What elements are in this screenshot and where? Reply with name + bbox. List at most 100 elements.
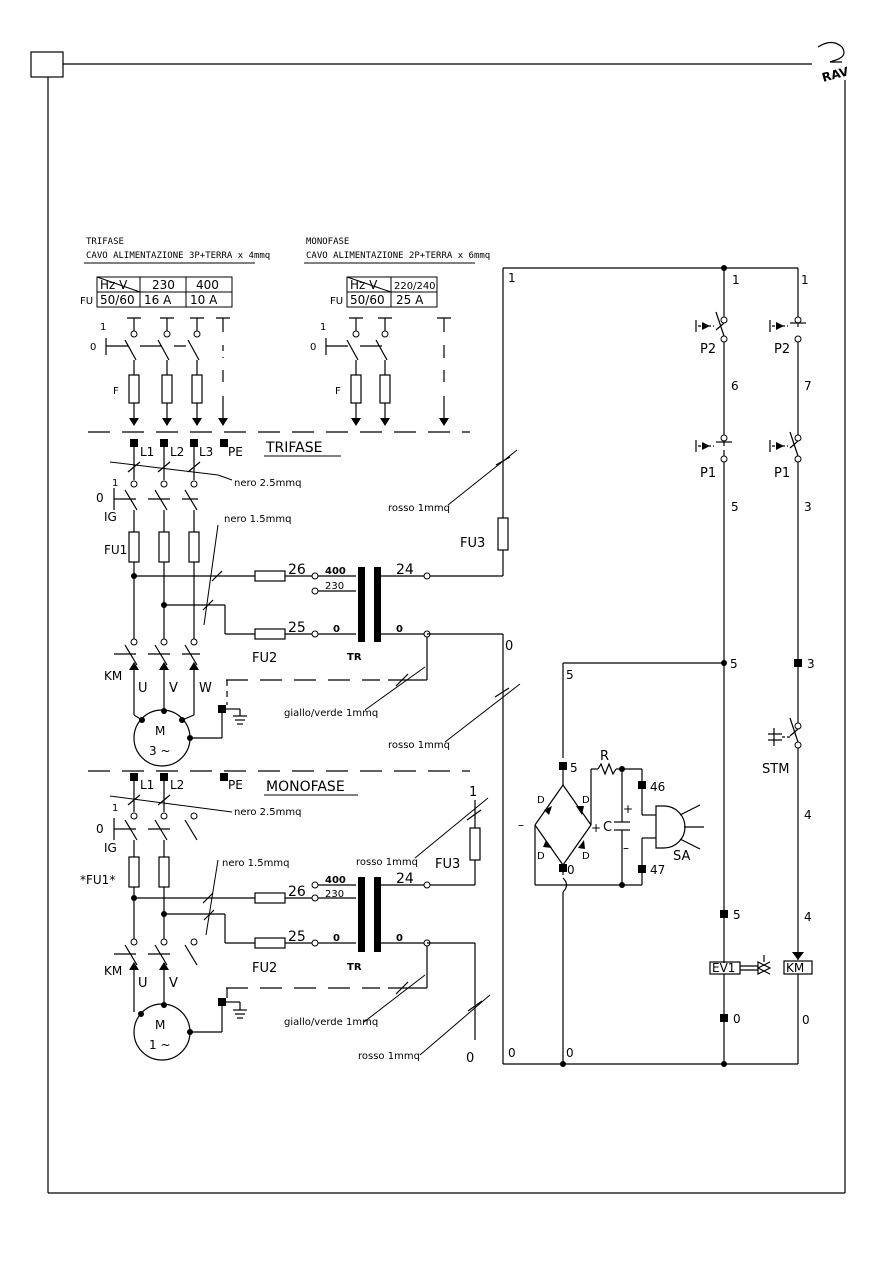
svg-text:L2: L2 <box>170 778 184 792</box>
monofase-section-title: MONOFASE <box>266 779 345 795</box>
svg-text:400: 400 <box>325 875 346 886</box>
control-circuit: 1 0 0 1 P2 6 P1 5 5 5 EV1 <box>503 265 815 1067</box>
svg-text:26: 26 <box>288 884 306 900</box>
svg-text:M: M <box>155 1018 165 1032</box>
svg-text:L1: L1 <box>140 445 154 459</box>
svg-text:25: 25 <box>288 620 306 636</box>
svg-text:L1: L1 <box>140 778 154 792</box>
svg-text:D: D <box>537 795 545 806</box>
svg-text:1: 1 <box>112 478 118 489</box>
svg-text:nero 2.5mmq: nero 2.5mmq <box>234 478 301 489</box>
logo-text: RAV <box>820 64 850 85</box>
svg-text:V: V <box>169 976 178 991</box>
svg-text:F: F <box>113 386 119 397</box>
trifase-col2: 400 <box>196 278 219 292</box>
svg-text:25: 25 <box>288 929 306 945</box>
svg-text:1: 1 <box>801 273 809 287</box>
svg-text:5: 5 <box>733 908 741 922</box>
trifase-power: L1 L2 L3 PE TRIFASE nero 2.5mmq 1 0 <box>96 439 431 767</box>
trifase-hzv: Hz V <box>100 278 128 292</box>
svg-text:3 ~: 3 ~ <box>149 744 171 758</box>
svg-text:1: 1 <box>469 785 477 800</box>
svg-text:1: 1 <box>112 803 118 814</box>
svg-text:L2: L2 <box>170 445 184 459</box>
svg-text:230: 230 <box>325 889 344 900</box>
svg-text:+: + <box>591 821 601 835</box>
svg-text:FU2: FU2 <box>252 961 277 976</box>
svg-text:FU1: FU1 <box>104 543 127 557</box>
svg-text:0: 0 <box>396 624 403 635</box>
svg-text:D: D <box>537 851 545 862</box>
svg-text:0: 0 <box>566 1046 574 1060</box>
page-frame <box>30 51 846 1194</box>
svg-text:KM: KM <box>786 961 804 975</box>
svg-text:STM: STM <box>762 762 789 777</box>
svg-text:+: + <box>623 802 633 816</box>
svg-text:nero 1.5mmq: nero 1.5mmq <box>224 514 291 525</box>
svg-text:0: 0 <box>310 342 316 353</box>
svg-text:4: 4 <box>804 910 812 924</box>
svg-text:47: 47 <box>650 863 665 877</box>
svg-text:nero 2.5mmq: nero 2.5mmq <box>234 807 301 818</box>
svg-text:FU3: FU3 <box>435 857 460 872</box>
svg-text:M: M <box>155 724 165 738</box>
svg-text:1: 1 <box>320 322 326 333</box>
svg-text:3: 3 <box>804 500 812 514</box>
svg-text:P2: P2 <box>700 342 716 357</box>
svg-text:0: 0 <box>733 1012 741 1026</box>
svg-text:nero 1.5mmq: nero 1.5mmq <box>222 858 289 869</box>
svg-text:FU2: FU2 <box>252 651 277 666</box>
svg-text:–: – <box>623 841 629 855</box>
svg-text:0: 0 <box>505 639 513 654</box>
trifase-col1: 230 <box>152 278 175 292</box>
svg-text:C: C <box>603 820 612 835</box>
svg-text:0: 0 <box>333 933 340 944</box>
svg-text:TR: TR <box>347 652 362 663</box>
svg-text:400: 400 <box>325 566 346 577</box>
svg-text:5: 5 <box>566 668 574 682</box>
monofase-freq: 50/60 <box>350 293 385 307</box>
trifase-fu2: 10 A <box>190 293 218 307</box>
brand-logo: RAV <box>817 41 851 85</box>
svg-text:1: 1 <box>732 273 740 287</box>
svg-text:1: 1 <box>100 322 106 333</box>
svg-text:IG: IG <box>104 510 117 524</box>
trifase-fu1: 16 A <box>144 293 172 307</box>
svg-text:D: D <box>582 851 590 862</box>
svg-text:EV1: EV1 <box>712 961 735 975</box>
svg-text:rosso 1mmq: rosso 1mmq <box>358 1051 420 1062</box>
svg-text:SA: SA <box>673 849 690 864</box>
svg-text:7: 7 <box>804 379 812 393</box>
trifase-freq: 50/60 <box>100 293 135 307</box>
svg-text:rosso 1mmq: rosso 1mmq <box>388 503 450 514</box>
trifase-plug-switch: 1 0 F <box>90 317 230 426</box>
svg-text:TR: TR <box>347 962 362 973</box>
monofase-header: MONOFASE CAVO ALIMENTAZIONE 2P+TERRA x 6… <box>304 237 490 308</box>
svg-text:0: 0 <box>802 1013 810 1027</box>
svg-text:FU3: FU3 <box>460 536 485 551</box>
svg-text:0: 0 <box>396 933 403 944</box>
svg-text:L3: L3 <box>199 445 213 459</box>
svg-text:KM: KM <box>104 669 122 683</box>
svg-text:24: 24 <box>396 871 414 887</box>
svg-text:1: 1 <box>508 271 516 285</box>
svg-text:24: 24 <box>396 562 414 578</box>
svg-text:4: 4 <box>804 808 812 822</box>
svg-text:D: D <box>582 795 590 806</box>
svg-text:0: 0 <box>333 624 340 635</box>
svg-text:PE: PE <box>228 445 243 459</box>
trifase-wire-labels: giallo/verde 1mmq 0 rosso 1mmq FU3 rosso… <box>284 268 521 1064</box>
svg-text:V: V <box>169 681 178 696</box>
monofase-cable: CAVO ALIMENTAZIONE 2P+TERRA x 6mmq <box>306 251 490 261</box>
trifase-header: TRIFASE CAVO ALIMENTAZIONE 3P+TERRA x 4m… <box>80 237 270 308</box>
svg-text:giallo/verde 1mmq: giallo/verde 1mmq <box>284 708 378 719</box>
svg-text:0: 0 <box>90 342 96 353</box>
svg-text:P2: P2 <box>774 342 790 357</box>
monofase-col1: 220/240 <box>394 281 436 292</box>
svg-text:U: U <box>138 681 148 696</box>
svg-text:1 ~: 1 ~ <box>149 1038 171 1052</box>
svg-text:0: 0 <box>508 1046 516 1060</box>
svg-text:6: 6 <box>731 379 739 393</box>
monofase-plug-switch: 1 0 F <box>310 317 451 426</box>
